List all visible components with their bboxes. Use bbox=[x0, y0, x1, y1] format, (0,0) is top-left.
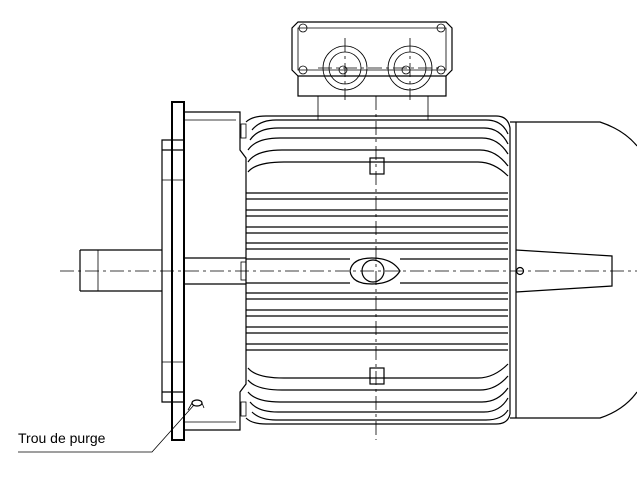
drain-hole-label: Trou de purge bbox=[18, 430, 106, 446]
terminal-box bbox=[291, 21, 453, 120]
motor-housing bbox=[245, 115, 511, 425]
drain-hole-leader bbox=[18, 404, 195, 453]
fan-cover bbox=[510, 121, 637, 419]
center-lines bbox=[60, 96, 637, 440]
drain-hole bbox=[187, 399, 205, 411]
drive-shaft bbox=[79, 249, 246, 292]
